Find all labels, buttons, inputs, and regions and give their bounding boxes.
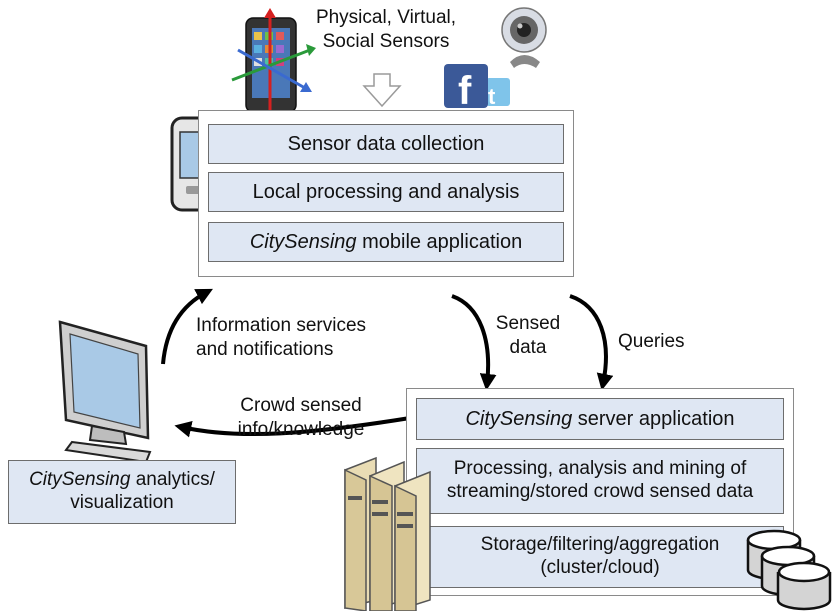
server-application-layer: CitySensing server application [416, 398, 784, 440]
smartphone-sensors-icon [231, 8, 316, 118]
svg-text:f: f [458, 69, 472, 113]
analytics-visualization-box: CitySensing analytics/ visualization [8, 460, 236, 524]
webcam-icon [501, 7, 547, 68]
sensors-label: Physical, Virtual, Social Sensors [315, 7, 457, 52]
sensor-data-collection-layer: Sensor data collection [208, 124, 564, 164]
crowd-sensed-label: Crowd sensed info/knowledge [237, 395, 365, 440]
queries-arrow [569, 294, 614, 391]
facebook-twitter-icon: f t [444, 64, 510, 113]
storage-layer: Storage/filtering/aggregation (cluster/c… [416, 526, 784, 588]
monitor-icon [58, 320, 152, 464]
input-down-arrow [362, 73, 402, 108]
info-services-arrow [161, 288, 213, 365]
local-processing-layer: Local processing and analysis [208, 172, 564, 212]
sensed-data-arrow [451, 294, 497, 391]
mobile-application-layer: CitySensing mobile application [208, 222, 564, 262]
crowd-sensed-arrow [174, 416, 411, 438]
sensed-data-label: Sensed data [495, 313, 561, 358]
svg-text:t: t [488, 84, 496, 109]
processing-mining-layer: Processing, analysis and mining of strea… [416, 448, 784, 514]
info-services-label: Information services and notifications [196, 315, 367, 360]
queries-label: Queries [618, 331, 685, 352]
